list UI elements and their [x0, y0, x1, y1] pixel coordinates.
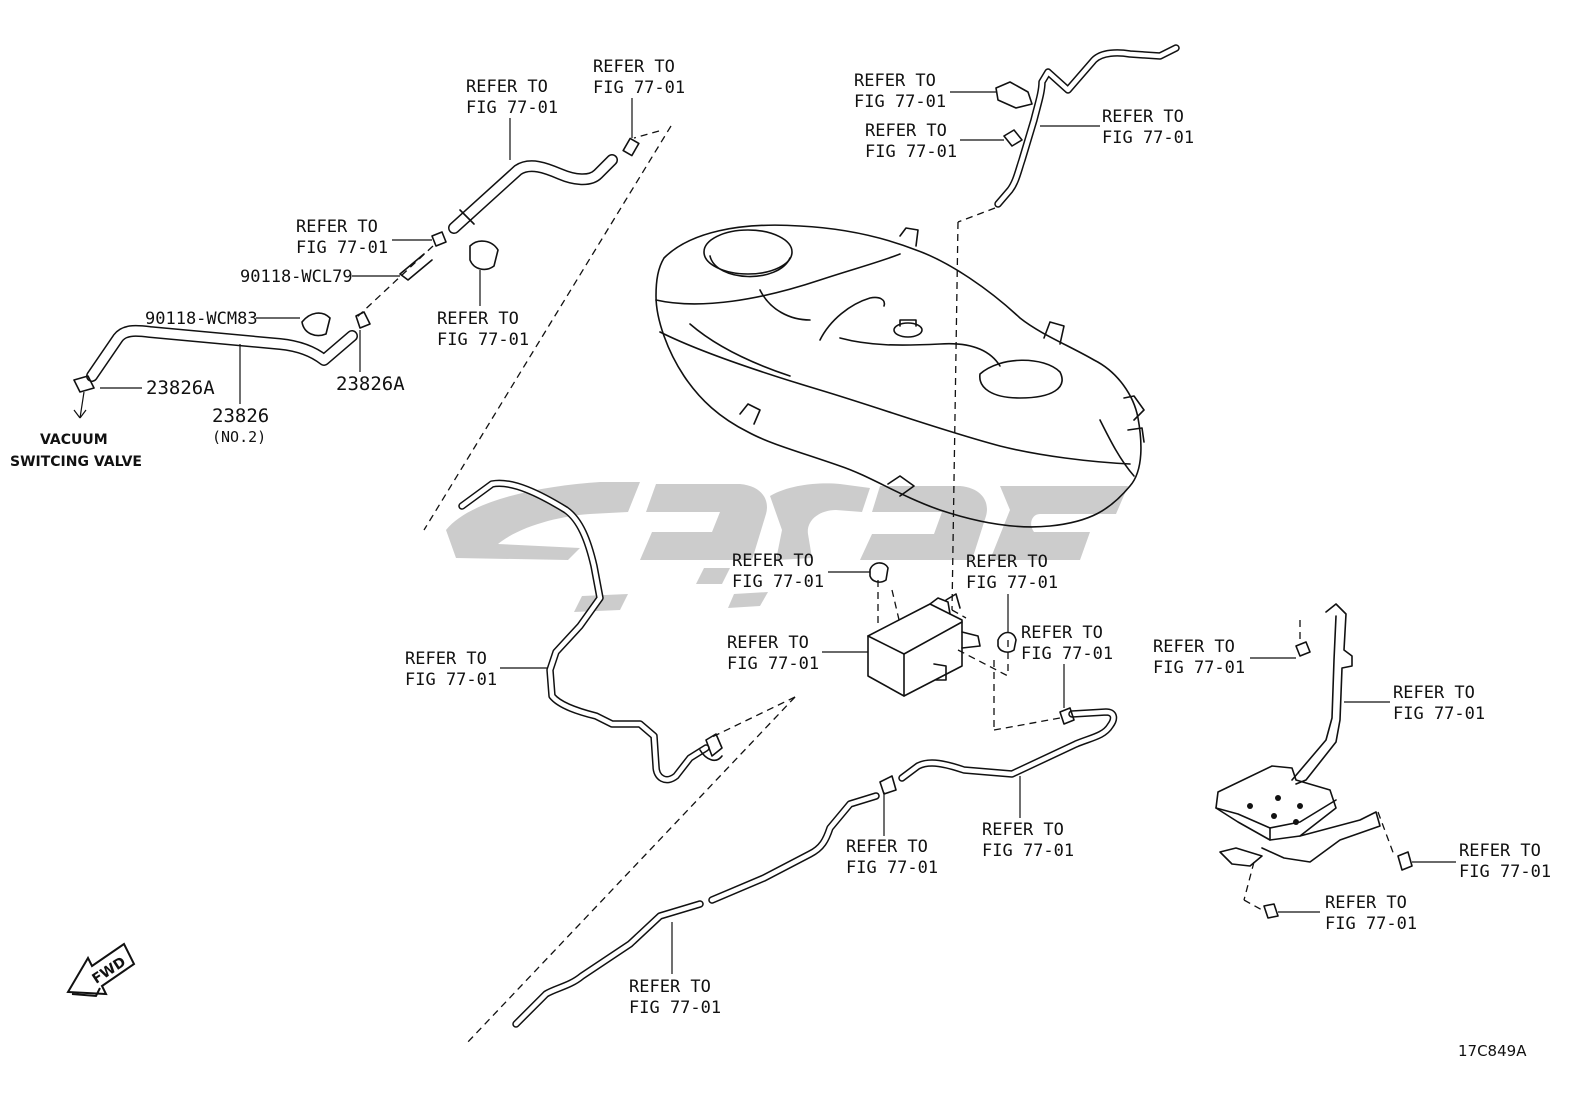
refer-label-line2: FIG 77-01: [966, 573, 1058, 593]
callout-refer-hose-clamp: REFER TO FIG 77-01: [437, 309, 529, 350]
callout-refer-canister: REFER TO FIG 77-01: [727, 633, 819, 674]
vacuum-label-line1: VACUUM: [40, 432, 108, 448]
callout-refer-nut-right: REFER TO FIG 77-01: [1459, 841, 1551, 882]
refer-label-line1: REFER TO: [593, 57, 675, 77]
refer-label-line2: FIG 77-01: [846, 858, 938, 878]
refer-label-line2: FIG 77-01: [854, 92, 946, 112]
callout-refer-tank-grommet: REFER TO FIG 77-01: [865, 121, 957, 162]
refer-label-line1: REFER TO: [1102, 107, 1184, 127]
refer-label-line2: FIG 77-01: [296, 238, 388, 258]
callout-refer-canister-cap: REFER TO FIG 77-01: [732, 551, 824, 592]
refer-label-line2: FIG 77-01: [466, 98, 558, 118]
refer-label-line1: REFER TO: [1021, 623, 1103, 643]
refer-label-line1: REFER TO: [629, 977, 711, 997]
vent-pipe-lower: [879, 707, 1118, 795]
callout-refer-top-pipe-end: REFER TO FIG 77-01: [593, 57, 685, 98]
callout-refer-canister-hose: REFER TO FIG 77-01: [1021, 623, 1113, 664]
callout-refer-canister-fitting: REFER TO FIG 77-01: [966, 552, 1058, 593]
callout-refer-protector-bar: REFER TO FIG 77-01: [1393, 683, 1485, 724]
refer-label-line2: FIG 77-01: [1153, 658, 1245, 678]
refer-label-line1: REFER TO: [437, 309, 519, 329]
refer-label-line1: REFER TO: [1325, 893, 1407, 913]
fwd-arrow: FWD: [66, 942, 136, 998]
refer-label-line2: FIG 77-01: [1459, 862, 1551, 882]
callout-refer-nut-bottom: REFER TO FIG 77-01: [1325, 893, 1417, 934]
watermark-logo: [446, 482, 1128, 612]
upper-hose-assembly: [73, 137, 640, 393]
refer-label-line2: FIG 77-01: [1021, 644, 1113, 664]
charcoal-canister: [867, 562, 1017, 697]
refer-label-line1: REFER TO: [296, 217, 378, 237]
refer-label-line2: FIG 77-01: [1325, 914, 1417, 934]
vacuum-label-line2: SWITCING VALVE: [10, 454, 142, 470]
refer-label-line1: REFER TO: [854, 71, 936, 91]
refer-label-line2: FIG 77-01: [405, 670, 497, 690]
part-number-90118-wcl79: 90118-WCL79: [240, 267, 353, 287]
callout-refer-tank-bracket: REFER TO FIG 77-01: [854, 71, 946, 112]
refer-label-line1: REFER TO: [966, 552, 1048, 572]
refer-label-line2: FIG 77-01: [437, 330, 529, 350]
refer-label-line1: REFER TO: [1459, 841, 1541, 861]
refer-label-line1: REFER TO: [865, 121, 947, 141]
callout-refer-long-pipe-left: REFER TO FIG 77-01: [405, 649, 497, 690]
callout-refer-vent-pipe: REFER TO FIG 77-01: [982, 820, 1074, 861]
filler-vent-pipe: [994, 44, 1180, 208]
refer-label-line2: FIG 77-01: [732, 572, 824, 592]
refer-label-line2: FIG 77-01: [727, 654, 819, 674]
dashed-guides: [355, 125, 1395, 1045]
part-number-note: (NO.2): [212, 428, 266, 446]
diagram-code: 17C849A: [1458, 1042, 1527, 1060]
part-number-23826a-right: 23826A: [336, 373, 405, 395]
part-number-23826: 23826: [212, 405, 269, 427]
refer-label-line1: REFER TO: [466, 77, 548, 97]
refer-label-line2: FIG 77-01: [629, 998, 721, 1018]
part-number-23826a-left: 23826A: [146, 377, 215, 399]
leader-lines: [73, 91, 1456, 974]
callout-refer-filler-pipe: REFER TO FIG 77-01: [1102, 107, 1194, 148]
refer-label-line2: FIG 77-01: [1102, 128, 1194, 148]
refer-label-line1: REFER TO: [982, 820, 1064, 840]
long-pipe-bottom: [512, 792, 880, 1028]
refer-label-line1: REFER TO: [1393, 683, 1475, 703]
long-pipe-left: [458, 479, 723, 784]
refer-label-line1: REFER TO: [405, 649, 487, 669]
refer-label-line2: FIG 77-01: [982, 841, 1074, 861]
refer-label-line1: REFER TO: [846, 837, 928, 857]
callout-refer-bottom-pipe: REFER TO FIG 77-01: [629, 977, 721, 1018]
refer-label-line1: REFER TO: [727, 633, 809, 653]
refer-label-line1: REFER TO: [1153, 637, 1235, 657]
callout-refer-bolt-right: REFER TO FIG 77-01: [1153, 637, 1245, 678]
callout-refer-top-left-hose: REFER TO FIG 77-01: [466, 77, 558, 118]
refer-label-line2: FIG 77-01: [865, 142, 957, 162]
refer-label-line1: REFER TO: [732, 551, 814, 571]
callout-refer-vent-clip: REFER TO FIG 77-01: [846, 837, 938, 878]
part-number-90118-wcm83: 90118-WCM83: [145, 309, 258, 329]
tank-protector: [1215, 603, 1413, 919]
callout-refer-hose-clip: REFER TO FIG 77-01: [296, 217, 388, 258]
fuel-tank: [655, 224, 1145, 528]
refer-label-line2: FIG 77-01: [1393, 704, 1485, 724]
refer-label-line2: FIG 77-01: [593, 78, 685, 98]
